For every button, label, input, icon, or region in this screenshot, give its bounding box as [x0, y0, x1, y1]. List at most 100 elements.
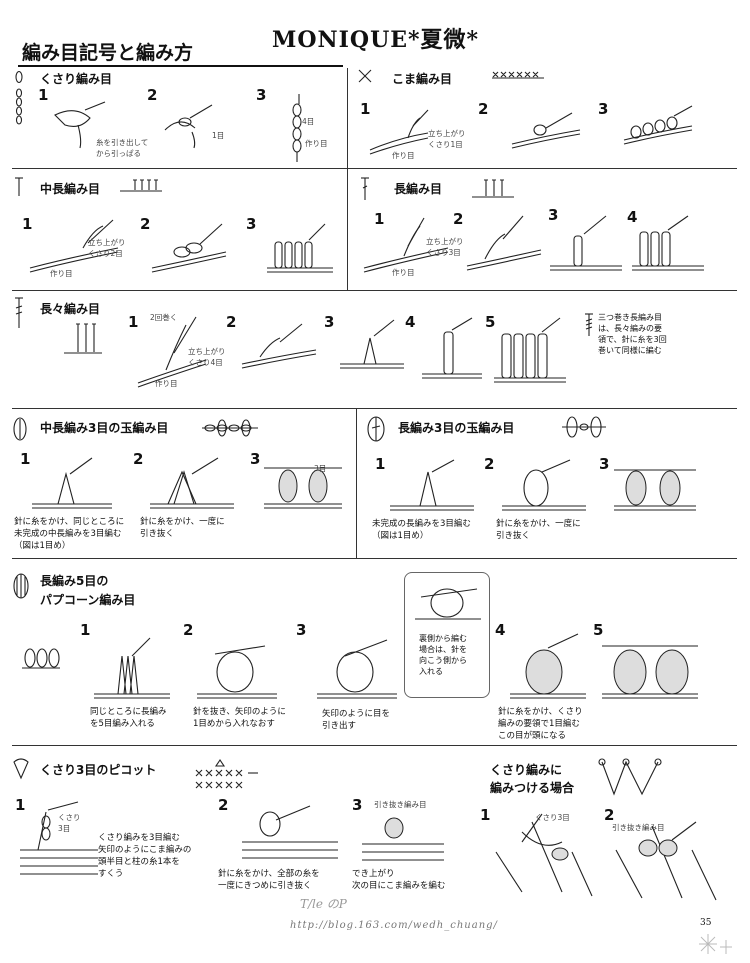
snowflake-decoration-icon [699, 934, 732, 954]
annotation: くさり3目 [535, 813, 570, 822]
step-number: 2 [478, 100, 489, 118]
dtr-note: 三つ巻き長編み目 は、長々編みの要 領で、針に糸を3回 巻いて同様に編む [598, 313, 667, 355]
step-number: 1 [374, 210, 385, 228]
section-title-dc-bobble: 長編み3目の玉編み目 [398, 421, 515, 435]
brand-title: MONIQUE*夏微* [272, 27, 480, 53]
picot-symbol-icon [13, 758, 29, 780]
divider [12, 558, 737, 559]
dc-bobble-step3-illustration [614, 469, 696, 511]
chain-vertical-symbol-icon [15, 88, 23, 125]
hdc-step2-illustration [151, 223, 227, 273]
popcorn-step4-illustration [510, 633, 586, 699]
annotation: 立ち上がり くさり4目 [188, 347, 226, 367]
tr-chart-icon [64, 323, 102, 354]
annotation: 引き抜き編み目 [612, 823, 665, 832]
hdc-step1-illustration [29, 219, 119, 273]
step-number: 3 [352, 796, 363, 814]
section-title-picot: くさり3目のピコット [40, 763, 157, 777]
caption: 針に糸をかけ、同じところに 未完成の中長編みを3目編む （図は1目め） [14, 517, 125, 551]
step-number: 2 [484, 455, 495, 473]
annotation: 糸を引き出して から引っぱる [96, 138, 149, 158]
section-title-chain: くさり編み目 [40, 72, 113, 86]
popcorn-step1-illustration [94, 637, 170, 699]
annotation: 作り目 [305, 139, 328, 148]
annotation: 作り目 [392, 151, 415, 160]
caption: 針に糸をかけ、一度に 引き抜く [140, 517, 225, 539]
popcorn-step5-illustration [602, 645, 698, 699]
step-number: 3 [256, 86, 267, 104]
section-title-hdc: 中長編み目 [40, 182, 101, 196]
annotation: 作り目 [50, 269, 73, 278]
step-number: 3 [324, 313, 335, 331]
dtr-symbol-icon [585, 313, 593, 336]
caption: 裏側から編む 場合は、針を 向こう側から 入れる [419, 634, 467, 676]
tr-step4-illustration [422, 317, 482, 379]
step-number: 4 [405, 313, 416, 331]
step-number: 3 [598, 100, 609, 118]
section-title-tr: 長々編み目 [40, 302, 101, 316]
annotation: 4目 [302, 117, 315, 126]
dc-bobble-step2-illustration [502, 459, 586, 511]
popcorn-reverse-illustration [415, 588, 481, 620]
caption: 針に糸をかけ、くさり 編みの要領で1目編む この目が頭になる [498, 707, 583, 741]
onchain-step1-illustration [495, 813, 593, 897]
dc-step1-illustration [363, 217, 449, 273]
caption: 矢印のように目を 引き出す [322, 709, 391, 731]
step-number: 2 [226, 313, 237, 331]
picot-chart-icon [195, 759, 258, 789]
sc-symbol-icon [358, 69, 372, 83]
popcorn-chart-icon [22, 648, 60, 669]
watermark-text: T/le のP [300, 897, 347, 911]
tr-step3-illustration [340, 319, 404, 369]
dc-step3-illustration [550, 215, 622, 271]
annotation: 1目 [212, 131, 225, 140]
chain-step3-illustration [292, 94, 302, 162]
step-number: 3 [548, 206, 559, 224]
caption: でき上がり 次の目にこま編みを編む [352, 869, 446, 891]
hdc-step3-illustration [267, 223, 333, 273]
divider [12, 408, 737, 409]
step-number: 2 [218, 796, 229, 814]
tr-step5-illustration [494, 317, 566, 383]
step-number: 1 [375, 455, 386, 473]
sc-step2-illustration [511, 112, 581, 149]
tr-symbol-icon [15, 297, 23, 328]
dc-bobble-step1-illustration [390, 459, 474, 511]
onchain-step2-illustration [615, 821, 717, 901]
hdc-symbol-icon [15, 177, 23, 196]
page-title: 編み目記号と編み方 [22, 42, 194, 64]
watermark-url: http://blog.163.com/wedh_chuang/ [290, 920, 498, 931]
picot-step2-illustration [242, 805, 338, 859]
step-number: 3 [246, 215, 257, 233]
popcorn-step3-illustration [317, 639, 397, 699]
title-underline [18, 65, 343, 67]
section-title-sc: こま編み目 [392, 72, 453, 86]
onchain-chart-icon [598, 758, 662, 796]
step-number: 3 [250, 450, 261, 468]
hdc-bobble-step3-illustration [264, 467, 342, 509]
step-number: 2 [140, 215, 151, 233]
reverse-side-note-box: 裏側から編む 場合は、針を 向こう側から 入れる [404, 572, 490, 698]
annotation: 作り目 [392, 268, 415, 277]
section-title-onchain: くさり編みに 編みつける場合 [490, 763, 575, 795]
picot-step3-illustration [362, 817, 444, 861]
annotation: 立ち上がり くさり3目 [426, 237, 464, 257]
sc-step1-illustration [369, 109, 429, 155]
divider [356, 408, 357, 558]
hdc-bobble-chart-icon [202, 419, 258, 437]
dc-chart-icon [472, 179, 514, 198]
step-number: 4 [495, 621, 506, 639]
tr-step2-illustration [241, 323, 317, 369]
step-number: 5 [485, 313, 496, 331]
step-number: 2 [453, 210, 464, 228]
annotation: 3目 [314, 464, 327, 473]
chain-step1-illustration [54, 101, 106, 149]
annotation: くさり 3目 [58, 813, 81, 833]
step-number: 2 [604, 806, 615, 824]
dc-symbol-icon [361, 177, 369, 200]
annotation: 引き抜き編み目 [374, 800, 427, 809]
sc-step3-illustration [623, 105, 693, 145]
divider [12, 290, 737, 291]
step-number: 1 [20, 450, 31, 468]
hdc-chart-icon [120, 179, 162, 192]
